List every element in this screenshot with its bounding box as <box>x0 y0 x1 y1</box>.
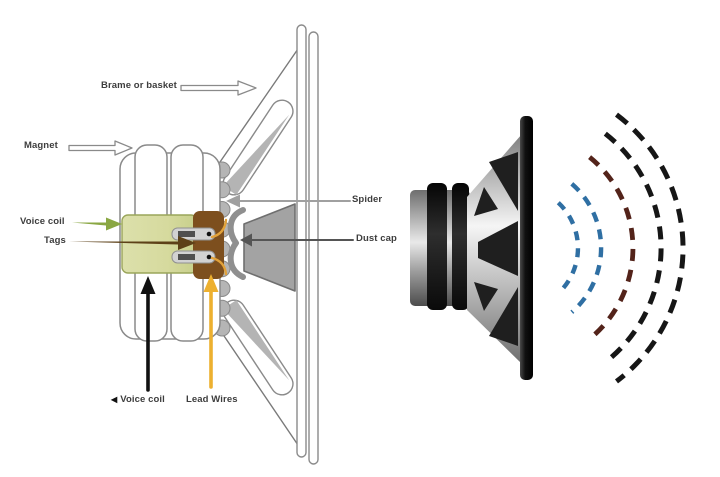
basket-bottom-edge <box>219 329 301 449</box>
label-magnet: Magnet <box>24 140 58 151</box>
sound-wave-arc <box>570 182 604 314</box>
sound-wave-arc <box>556 201 581 295</box>
lead-wires-arrow-icon <box>203 274 219 292</box>
left-triangle-icon: ◀ <box>111 395 118 404</box>
label-voice-coil: Voice coil <box>20 216 65 227</box>
speaker-magnet-ring <box>452 183 469 310</box>
dust-cap-arrow-icon <box>240 233 252 247</box>
voice-coil-bottom-arrow-icon <box>140 276 156 294</box>
label-frame: Brame or basket <box>101 80 177 91</box>
frame-bars <box>296 24 319 465</box>
label-voice-coil-bottom-text: Voice coil <box>120 394 165 405</box>
voice-coil-arrow-icon <box>72 217 122 231</box>
magnet-arrow-icon <box>68 140 133 156</box>
tags-shape <box>171 227 216 264</box>
spider-arrow-icon <box>226 194 240 208</box>
frame-arrow-icon <box>180 80 257 96</box>
speaker-3d <box>410 116 533 380</box>
label-dust-cap: Dust cap <box>356 233 397 244</box>
label-spider: Spider <box>352 194 383 205</box>
speaker-magnet-ring <box>427 183 447 310</box>
dust-cap-shape <box>227 207 246 280</box>
label-lead-wires: Lead Wires <box>186 394 238 405</box>
cone-lower-arm <box>222 299 294 396</box>
label-arrows <box>68 80 354 392</box>
cone-center-wedge <box>243 203 296 292</box>
sound-wave-arc <box>588 155 636 341</box>
former-shape <box>193 211 224 279</box>
lead-wires-shape <box>210 218 228 276</box>
label-tags: Tags <box>44 235 66 246</box>
speaker-baffle <box>520 116 533 380</box>
sound-wave-arc <box>603 131 664 365</box>
speaker-basket-cutouts <box>474 152 518 346</box>
cross-section-drawing <box>68 24 354 465</box>
sound-wave-arc <box>614 112 686 384</box>
label-voice-coil-bottom: ◀Voice coil <box>111 394 165 405</box>
sound-waves <box>556 112 686 384</box>
tags-arrow-icon <box>69 236 196 250</box>
basket-top-edge <box>219 45 301 163</box>
